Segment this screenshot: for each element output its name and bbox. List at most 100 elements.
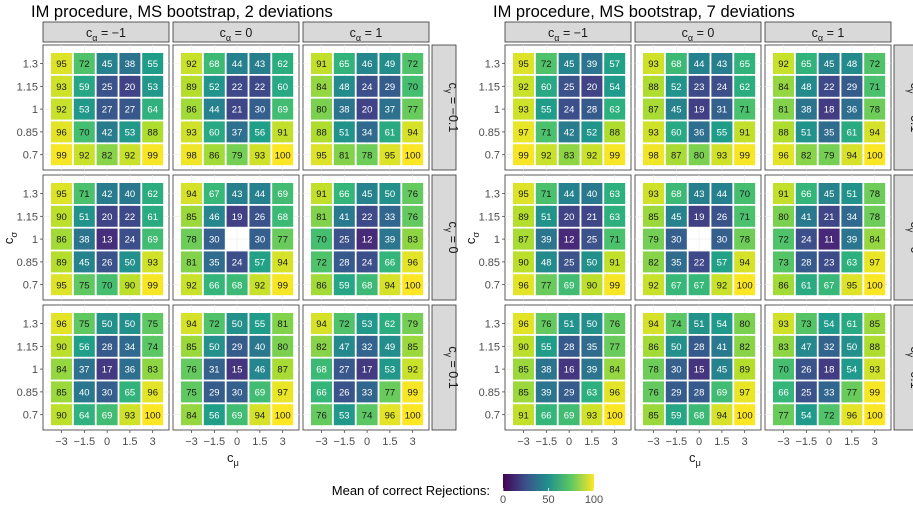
tile-label: 97 [739,388,750,399]
tile-label: 18 [824,365,835,376]
heatmap-tile [73,98,95,120]
heatmap-tile [711,53,733,74]
tile-label: 72 [407,59,418,70]
y-axis-title-sub: σ [471,232,481,238]
heatmap-tile [773,274,794,296]
tile-label: 96 [56,319,67,330]
tile-label: 94 [277,258,288,269]
tile-label: 61 [847,128,858,139]
heatmap-tile [311,144,332,166]
tile-label: 72 [209,319,220,330]
heatmap-tile [643,121,664,143]
heatmap-tile [356,274,378,296]
tile-label: 85 [56,388,67,399]
heatmap-tile [51,183,72,204]
tile-label: 86 [186,105,197,116]
tile-label: 29 [209,388,220,399]
tile-label: 35 [824,128,835,139]
heatmap-tile [249,335,271,357]
tile-label: 94 [717,410,728,421]
tile-label: 62 [147,189,158,200]
heatmap-tile [356,121,378,143]
tile-label: 38 [541,365,552,376]
heatmap-tile [604,358,626,380]
tile-label: 29 [847,82,858,93]
heatmap-tile [841,251,863,273]
heatmap-tile [558,183,580,204]
heatmap-tile [643,313,664,334]
heatmap-tile [272,121,294,143]
heatmap-tile [333,75,355,97]
tile-label: 85 [869,319,880,330]
heatmap-tile [119,358,141,380]
tile-label: 70 [102,280,113,291]
heatmap-tile [402,205,424,227]
tile-label: 23 [824,258,835,269]
x-axis-title: cμ [689,450,701,468]
heatmap-tile [773,313,794,334]
tile-label: 56 [255,128,266,139]
tile-label: 82 [648,258,659,269]
tile-label: 40 [125,189,136,200]
heatmap-tile [535,75,557,97]
heatmap-tile [402,144,424,166]
heatmap-tile [818,313,840,334]
heatmap-tile [181,228,202,250]
heatmap-tile [96,53,118,74]
tile-label: 67 [694,280,705,291]
heatmap-tile [73,53,95,74]
tile-label: 84 [778,82,789,93]
heatmap-tile [711,183,733,204]
heatmap-tile [226,251,248,273]
heatmap-tile [379,144,401,166]
tile-label: 79 [232,150,243,161]
heatmap-tile [181,75,202,97]
heatmap-tile [249,313,271,334]
heatmap-tile [73,381,95,403]
y-axis-title: cσ [463,232,481,245]
y-tick-label: 1.3 [23,59,38,71]
heatmap-tile [795,75,817,97]
heatmap-tile [311,228,332,250]
tile-label: 59 [671,410,682,421]
tile-label: 13 [102,235,113,246]
heatmap-tile [249,358,271,380]
tile-label: 46 [255,365,266,376]
tile-label: 50 [847,342,858,353]
tile-label: 94 [739,258,750,269]
heatmap-tile [379,251,401,273]
heatmap-tile [773,404,794,426]
tile-label: 94 [648,319,659,330]
tile-label: 32 [362,342,373,353]
heatmap-tile [734,98,756,120]
x-tick-label: 1.5 [584,436,599,448]
tile-label: 61 [847,319,858,330]
tile-label: 29 [671,388,682,399]
tile-label: 87 [648,105,659,116]
tile-label: 76 [541,319,552,330]
tile-label: 53 [147,82,158,93]
heatmap-tile [311,358,332,380]
column-strip-label-sub: α [92,33,97,43]
heatmap-tile [818,228,840,250]
heatmap-tile [51,335,72,357]
x-tick-label: 0 [826,436,832,448]
tile-label: 22 [255,82,266,93]
heatmap-tile [665,251,687,273]
tile-label: 86 [209,150,220,161]
tile-label: 45 [362,189,373,200]
tile-label: 94 [316,319,327,330]
row-strip-label-main: c [908,222,913,228]
tile-label: 96 [518,319,529,330]
tile-label: 71 [541,189,552,200]
heatmap-tile [688,98,710,120]
tile-label: 50 [587,258,598,269]
tile-label: 12 [362,235,373,246]
heatmap-tile [142,251,164,273]
heatmap-tile [333,381,355,403]
